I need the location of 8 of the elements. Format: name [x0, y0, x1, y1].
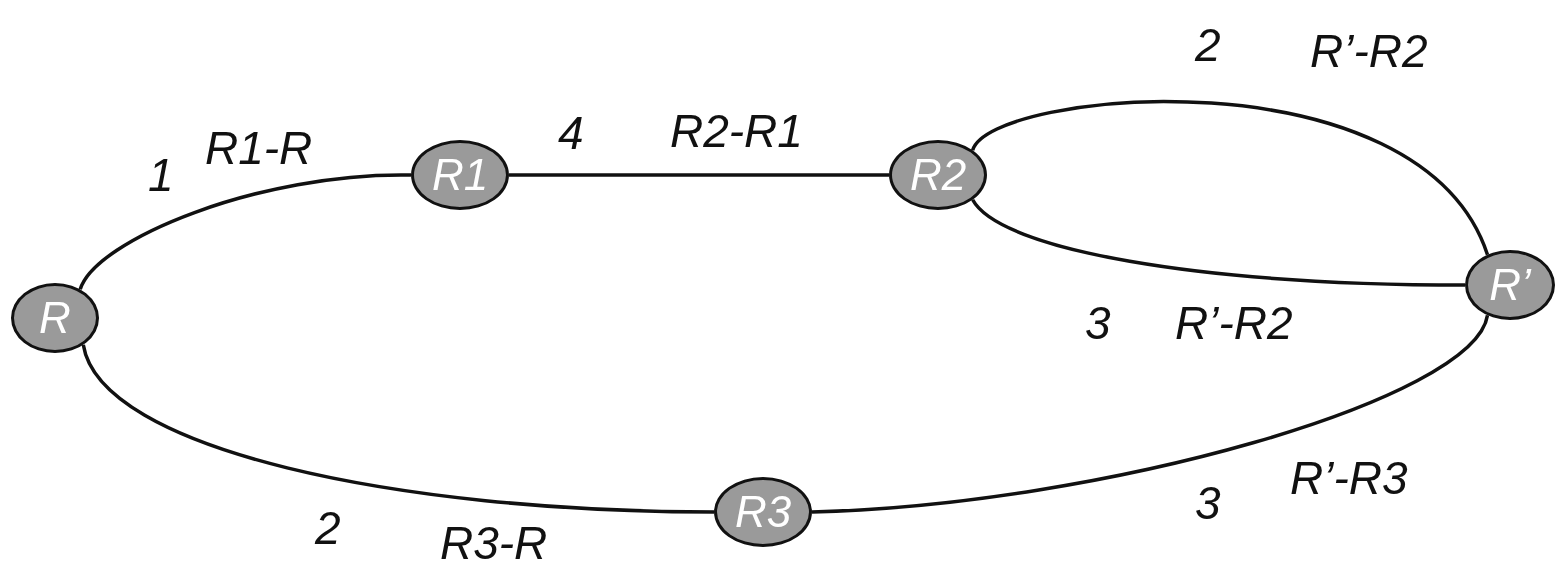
node-label: R [39, 296, 71, 340]
connector-line [509, 173, 889, 177]
node-label: R2 [909, 153, 967, 197]
node-label: R’ [1489, 263, 1531, 307]
connector-line [971, 198, 1465, 287]
node-label: R3 [734, 490, 792, 534]
connector-line [81, 344, 715, 514]
node-label: R1 [431, 153, 489, 197]
